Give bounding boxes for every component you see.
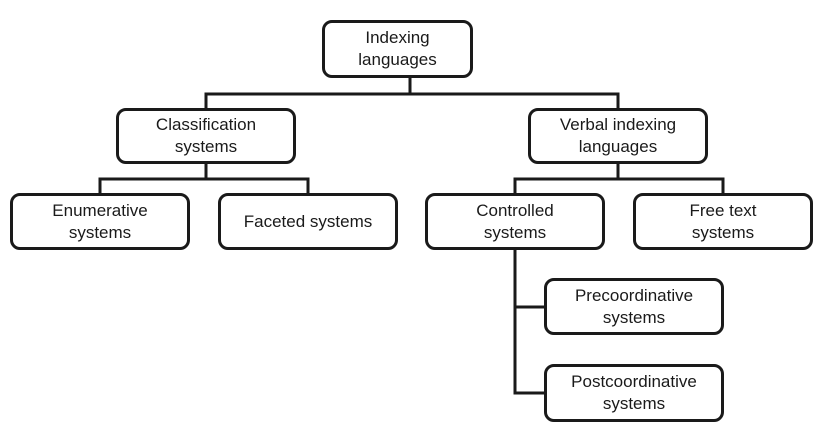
- node-postcoordinative-systems: Postcoordinative systems: [544, 364, 724, 422]
- node-free-text-systems: Free text systems: [633, 193, 813, 250]
- node-label: Free text systems: [689, 200, 757, 242]
- node-label: Faceted systems: [243, 211, 373, 231]
- node-classification-systems: Classification systems: [116, 108, 296, 164]
- node-precoordinative-systems: Precoordinative systems: [544, 278, 724, 335]
- node-label: Indexing languages: [358, 28, 437, 69]
- node-enumerative-systems: Enumerative systems: [10, 193, 190, 250]
- node-verbal-indexing-languages: Verbal indexing languages: [528, 108, 708, 164]
- node-faceted-systems: Faceted systems: [218, 193, 398, 250]
- node-label: Classification systems: [155, 115, 257, 156]
- node-label: Controlled systems: [476, 200, 554, 242]
- node-label: Enumerative systems: [52, 200, 148, 242]
- node-label: Postcoordinative systems: [571, 372, 697, 413]
- node-label: Verbal indexing languages: [559, 115, 677, 156]
- node-label: Precoordinative systems: [574, 285, 694, 327]
- node-controlled-systems: Controlled systems: [425, 193, 605, 250]
- node-indexing-languages: Indexing languages: [322, 20, 473, 78]
